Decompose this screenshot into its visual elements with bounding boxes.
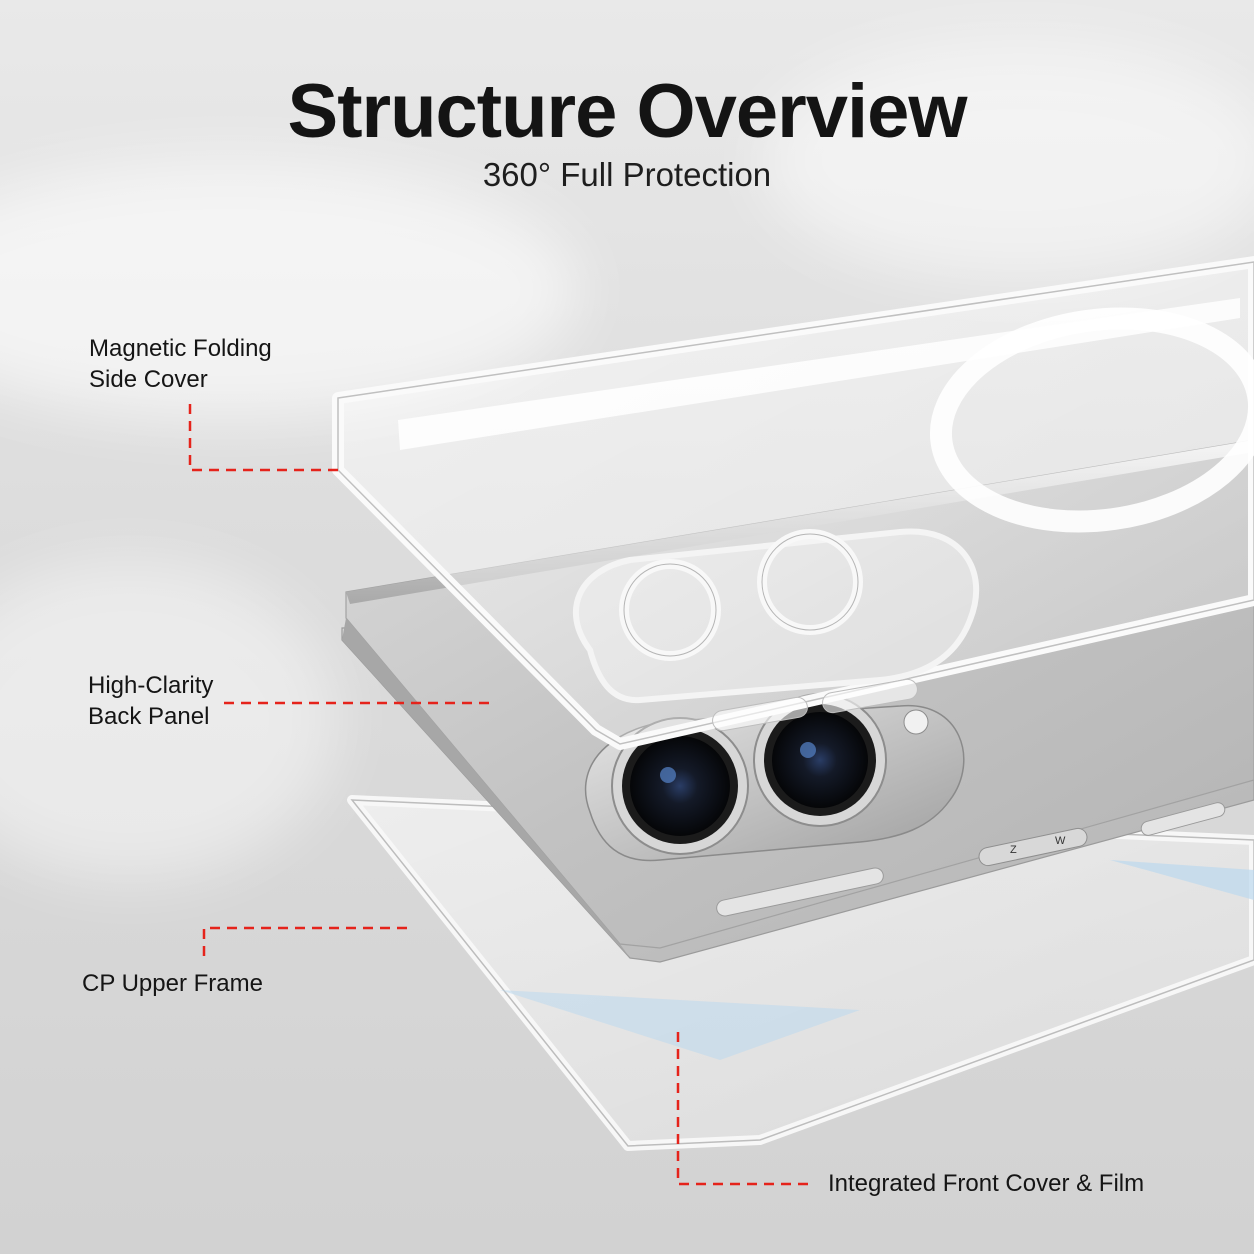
zoom-mark-z: Z: [1010, 844, 1017, 856]
label-back-panel: High-Clarity Back Panel: [88, 670, 213, 732]
leader-line-side-cover: [188, 404, 345, 472]
label-back-panel-line1: High-Clarity: [88, 672, 214, 699]
label-front-cover: Integrated Front Cover & Film: [828, 1168, 1144, 1199]
page-title: Structure Overview: [287, 69, 968, 154]
back-panel-case: [332, 256, 1254, 750]
flash: [903, 709, 929, 735]
camera-lens-icon: [611, 717, 749, 855]
zoom-rocker: [978, 827, 1088, 867]
label-upper-frame-line1: CP Upper Frame: [82, 970, 263, 997]
leader-line-upper-frame: [202, 926, 412, 956]
magsafe-ring-icon: [929, 307, 1254, 533]
side-button: [716, 867, 884, 917]
camera-lens-icon: [753, 693, 887, 827]
side-button: [1140, 802, 1226, 836]
label-upper-frame: CP Upper Frame: [82, 968, 263, 999]
label-back-panel-line2: Back Panel: [88, 703, 210, 730]
screen-reflection: [500, 990, 860, 1060]
label-side-cover: Magnetic Folding Side Cover: [89, 333, 272, 395]
label-side-cover-line2: Side Cover: [89, 366, 208, 393]
button-cover: [712, 696, 808, 732]
leader-line-front-cover: [676, 1032, 812, 1186]
camera-module: [584, 693, 965, 862]
label-front-cover-line1: Integrated Front Cover & Film: [828, 1170, 1145, 1197]
button-cover: [822, 678, 918, 714]
page-subtitle: 360° Full Protection: [482, 156, 772, 193]
zoom-mark-w: W: [1055, 835, 1066, 847]
background-highlight: [0, 560, 340, 880]
leader-lines: [188, 404, 812, 1186]
background-highlight: [760, 40, 1254, 280]
label-side-cover-line1: Magnetic Folding: [89, 335, 272, 362]
screen-reflection: [1110, 860, 1254, 900]
